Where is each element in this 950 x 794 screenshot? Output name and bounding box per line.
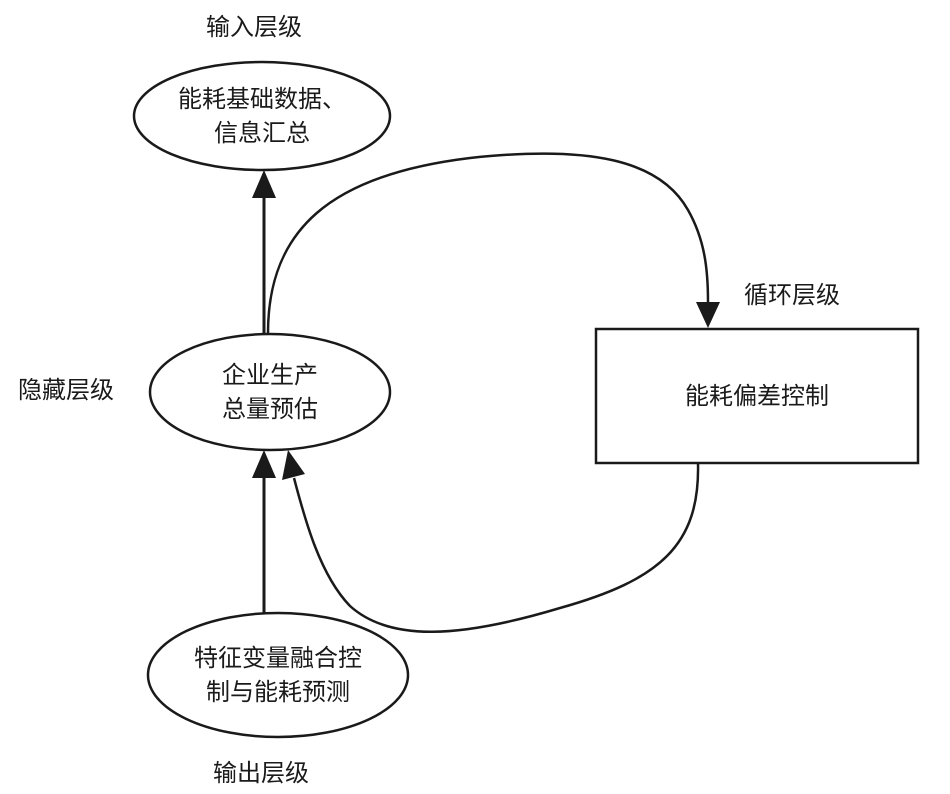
loop-layer-label: 循环层级 xyxy=(744,281,840,309)
hidden-node-text: 企业生产 总量预估 xyxy=(150,358,390,426)
loop-node-text: 能耗偏差控制 xyxy=(685,382,829,410)
input-layer-label: 输入层级 xyxy=(206,13,302,41)
hidden-node-shape xyxy=(148,332,392,452)
output-node-text: 特征变量融合控 制与能耗预测 xyxy=(148,641,408,709)
loop-node-shape xyxy=(594,327,920,465)
arrow-loop-to-hidden xyxy=(292,462,700,633)
hidden-node-line-2: 总量预估 xyxy=(222,395,318,423)
input-node-shape xyxy=(132,60,392,172)
input-node-line-2: 信息汇总 xyxy=(214,119,310,147)
hidden-layer-label: 隐藏层级 xyxy=(18,376,114,404)
hidden-node-line-1: 企业生产 xyxy=(222,361,318,389)
output-node-shape xyxy=(146,611,410,739)
arrow-hidden-to-loop xyxy=(266,152,710,334)
arrowhead-input xyxy=(252,170,276,198)
arrowhead-hidden-from-loop xyxy=(282,450,305,480)
output-layer-label: 输出层级 xyxy=(213,759,309,787)
output-node-line-1: 特征变量融合控 xyxy=(194,644,362,672)
input-node-text: 能耗基础数据、 信息汇总 xyxy=(134,82,390,150)
input-node-line-1: 能耗基础数据、 xyxy=(178,85,346,113)
arrowhead-hidden-from-output xyxy=(252,450,276,478)
arrowhead-loop xyxy=(696,302,720,328)
output-node-line-2: 制与能耗预测 xyxy=(206,678,350,706)
